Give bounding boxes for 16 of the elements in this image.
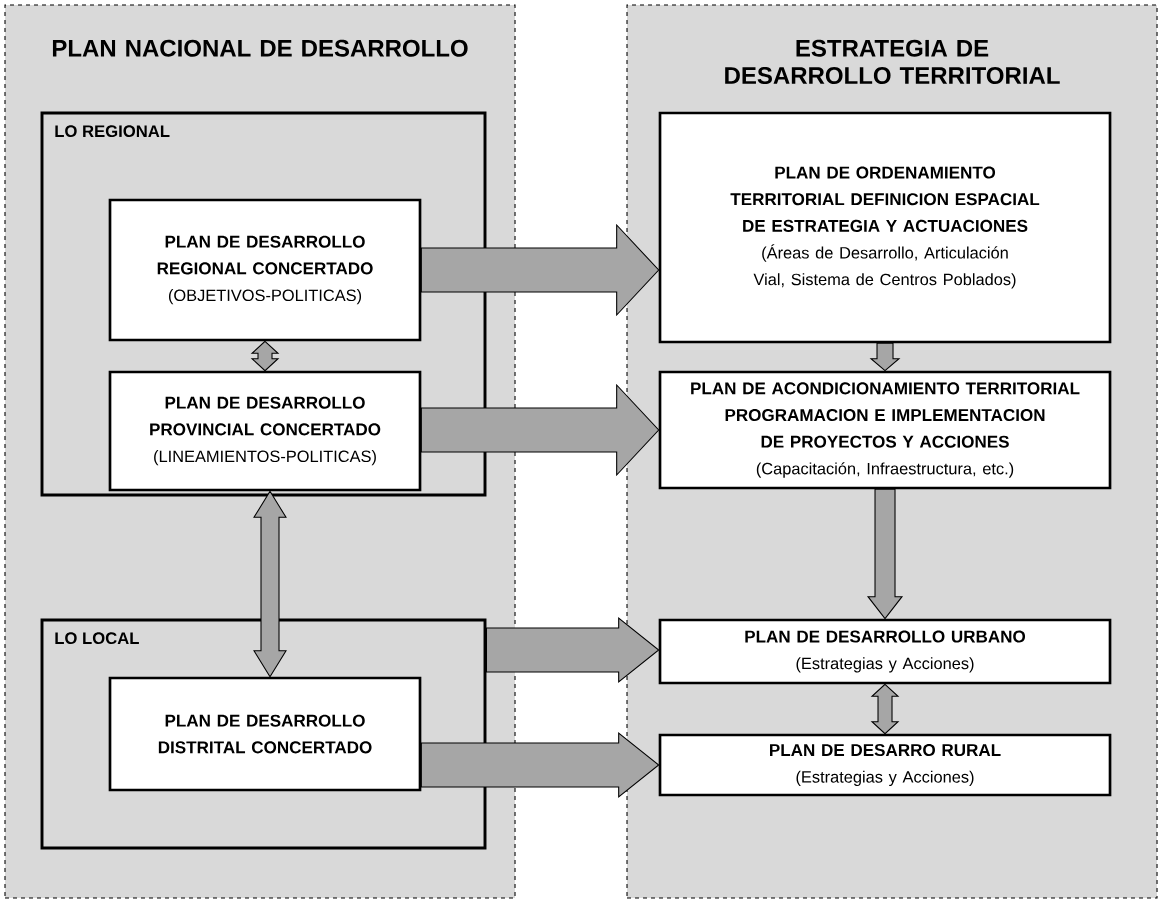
block-arrow <box>250 340 280 372</box>
plan-box: PLAN DE DESARROLLO URBANO (Estrategias y Acciones) <box>658 618 1112 685</box>
plan-box: PLAN DE ORDENAMIENTO TERRITORIAL DEFINICION ESPACIAL DE ESTRATEGIA Y ACTUACIONES (Áreas de Desarrollo, Articulación Vial, Sistema de Centros Poblados) <box>658 111 1112 344</box>
block-arrow <box>485 616 660 684</box>
plan-box: PLAN DE DESARROLLO DISTRITAL CONCERTADO <box>108 676 422 792</box>
plan-box: PLAN DE DESARRO RURAL (Estrategias y Acciones) <box>658 733 1112 797</box>
block-arrow <box>420 383 660 477</box>
block-arrow <box>869 342 901 372</box>
plan-box: PLAN DE DESARROLLO REGIONAL CONCERTADO (OBJETIVOS-POLITICAS) <box>108 198 422 342</box>
plan-box: PLAN DE DESARROLLO PROVINCIAL CONCERTADO (LINEAMIENTOS-POLITICAS) <box>108 370 422 492</box>
block-arrow <box>253 490 287 678</box>
block-arrow <box>866 488 904 620</box>
block-arrow <box>870 683 900 735</box>
plan-box: PLAN DE ACONDICIONAMIENTO TERRITORIAL PROGRAMACION E IMPLEMENTACION DE PROYECTOS Y ACCIONES (Capacitación, Infraestructura, etc.) <box>658 370 1112 490</box>
block-arrow <box>420 223 660 317</box>
block-arrow <box>420 731 660 799</box>
